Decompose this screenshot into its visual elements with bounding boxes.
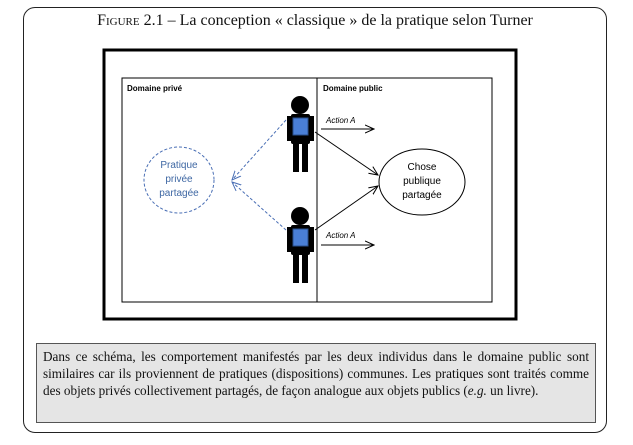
caption-separator: –: [163, 12, 180, 29]
private-practice-line-2: privée: [165, 174, 193, 185]
arrow-top-to-public-thing: [314, 131, 378, 175]
dashed-arrow-bottom: [232, 182, 287, 231]
public-thing-line-1: Chose: [408, 162, 437, 173]
caption-text: La conception « classique » de la pratiq…: [179, 12, 533, 29]
public-domain-label: Domaine public: [323, 84, 383, 93]
note-text: Dans ce schéma, les comportement manifes…: [43, 349, 589, 398]
note-eg: e.g.: [467, 383, 487, 398]
person-top-icon: [287, 96, 314, 172]
private-practice-ellipse: [143, 146, 215, 214]
figure-caption: Figure 2.1 – La conception « classique »…: [24, 12, 606, 30]
public-thing-line-3: partagée: [402, 190, 442, 201]
public-thing-line-2: publique: [403, 176, 441, 187]
dashed-arrow-top: [232, 119, 287, 180]
figure-label: Figure 2.1: [97, 12, 164, 29]
private-practice-line-1: Pratique: [160, 160, 198, 171]
public-domain-box: [316, 77, 493, 303]
private-domain-label: Domaine privé: [127, 84, 183, 93]
public-thing-ellipse: [378, 148, 466, 216]
arrow-bottom-to-public-thing: [314, 186, 378, 231]
figure-frame: Figure 2.1 – La conception « classique »…: [23, 7, 607, 433]
private-practice-line-3: partagée: [159, 188, 199, 199]
action-top-label: Action A: [325, 116, 356, 125]
explanation-note: Dans ce schéma, les comportement manifes…: [36, 343, 596, 423]
action-bottom-label: Action A: [325, 231, 356, 240]
note-text-end: un livre).: [486, 383, 539, 398]
practice-diagram: Domaine privé Domaine public Pratique pr…: [102, 48, 518, 321]
person-bottom-icon: [287, 207, 314, 283]
